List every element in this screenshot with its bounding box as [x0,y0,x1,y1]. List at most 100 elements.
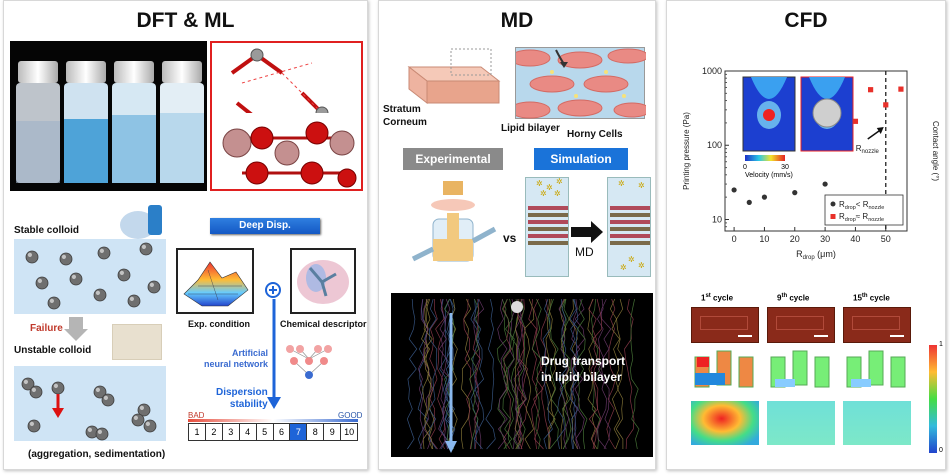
y-axis-label: Printing pressure (Pa) [682,112,691,190]
scale-cell: 6 [274,424,291,440]
y-tick-label: 100 [707,140,722,150]
cycle-3d-model [767,347,835,395]
failure-label: Failure [30,323,63,334]
cycle-label: 9th cycle [777,293,810,303]
ann-label: Artificial neural network [204,348,269,369]
simulation-badge: Simulation [534,148,628,170]
particle [51,381,65,395]
dft-ml-title: DFT & ML [136,9,235,32]
deep-disp-label: Deep Disp. [239,220,291,231]
x-tick-label: 30 [820,234,830,244]
velocity-colorbar [745,155,785,161]
cycle-heatmap [843,401,911,445]
scale-cell: 8 [307,424,325,440]
data-point-below-nozzle [731,187,737,193]
md-box-before: ✲✲✲✲✲ [525,177,569,277]
dft-atomic-structure [210,41,363,191]
drug-molecule: ✲ [556,178,563,186]
y-tick-label: 1000 [702,66,722,76]
experimental-badge: Experimental [403,148,503,170]
scale-cell: 2 [206,424,223,440]
stable-colloid-label: Stable colloid [14,225,80,236]
cycle-3d-model [691,347,759,395]
x-tick-label: 10 [759,234,769,244]
legend-entry-1: Rdrop< Rnozzle [839,200,884,211]
unstable-colloid-box [14,366,166,441]
chemical-descriptor-plot [290,248,356,314]
scale-cell: 1 [189,424,206,440]
cfd-colorbar-top: 1 [939,341,943,348]
plot-frame [724,70,908,232]
scale-gradient-bar [188,419,358,422]
scale-cell: 10 [344,427,355,437]
particle [27,419,41,433]
scale-cell: 9 [324,424,342,440]
x-tick-label: 40 [850,234,860,244]
exp-condition-plot [176,248,254,314]
failure-arrow [64,317,88,346]
md-box-after: ✲✲✲✲✲ [607,177,651,277]
stable-colloid-box [14,239,166,314]
cfd-colorbar-bottom: 0 [939,447,943,454]
particle [25,250,39,264]
data-point-below-nozzle [822,181,828,187]
dft-ml-panel: DFT & ML [3,0,368,470]
droplet-inset [800,76,854,152]
legend-entry-2: Rdrop≈ Rnozzle [839,212,884,223]
plus-icon [264,281,282,304]
droplet-inset [742,76,796,152]
flow-arrow [267,299,281,416]
particle [131,413,145,427]
velocity-min: 0 [743,164,747,171]
drug-molecule: ✲ [618,179,625,188]
x-axis-label: Rdrop (μm) [796,249,836,261]
data-point-below-nozzle [792,190,798,196]
drug-molecule: ✲ [536,179,543,188]
y-tick-label: 10 [712,214,722,224]
cycle-micrograph [843,307,911,343]
scale-cell: 7 [290,424,308,440]
drug-molecule: ✲ [638,261,645,270]
drug-molecule: ✲ [620,263,627,272]
data-point-near-nozzle [868,87,874,93]
cycle-3d-model [843,347,911,395]
particle [97,246,111,260]
vs-label: vs [503,231,517,245]
exp-condition-label: Exp. condition [188,319,250,329]
data-point-below-nozzle [746,199,752,205]
cfd-title: CFD [784,9,828,32]
legend-box [824,194,904,226]
drug-molecule: ✲ [546,183,553,192]
cycle-micrograph [691,307,759,343]
cfd-colorbar [929,345,937,453]
scale-cell: 5 [257,424,274,440]
cycle-label: 1st cycle [701,293,734,303]
aggregation-label: (aggregation, sedimentation) [28,449,166,460]
particle [29,385,43,399]
cycle-heatmap [691,401,759,445]
drug-transport-label: Drug transport in lipid bilayer [541,354,625,384]
scale-cell: 3 [223,424,240,440]
data-point-below-nozzle [761,194,768,200]
colloid-vials-photo [10,41,207,191]
rnozzle-label: Rnozzle [856,144,880,155]
y-axis-right-label: Contact angle (°) [931,121,940,181]
unstable-colloid-label: Unstable colloid [14,345,92,356]
legend-marker-2 [830,214,836,219]
powder-photo [112,324,162,360]
pipette-icon [118,201,168,246]
cycle-label: 15th cycle [853,293,890,303]
particle [147,280,161,294]
particle [93,288,107,302]
data-point-near-nozzle [852,118,859,124]
md-title: MD [500,9,534,32]
scale-bad-label: BAD [188,411,205,420]
x-tick-label: 0 [732,234,737,244]
horny-cells-label: Horny Cells [567,129,623,140]
particle [95,427,109,441]
dispersion-stability-label: Dispersion stability [216,387,268,410]
particle [59,252,73,266]
drug-molecule: ✲ [638,181,645,190]
